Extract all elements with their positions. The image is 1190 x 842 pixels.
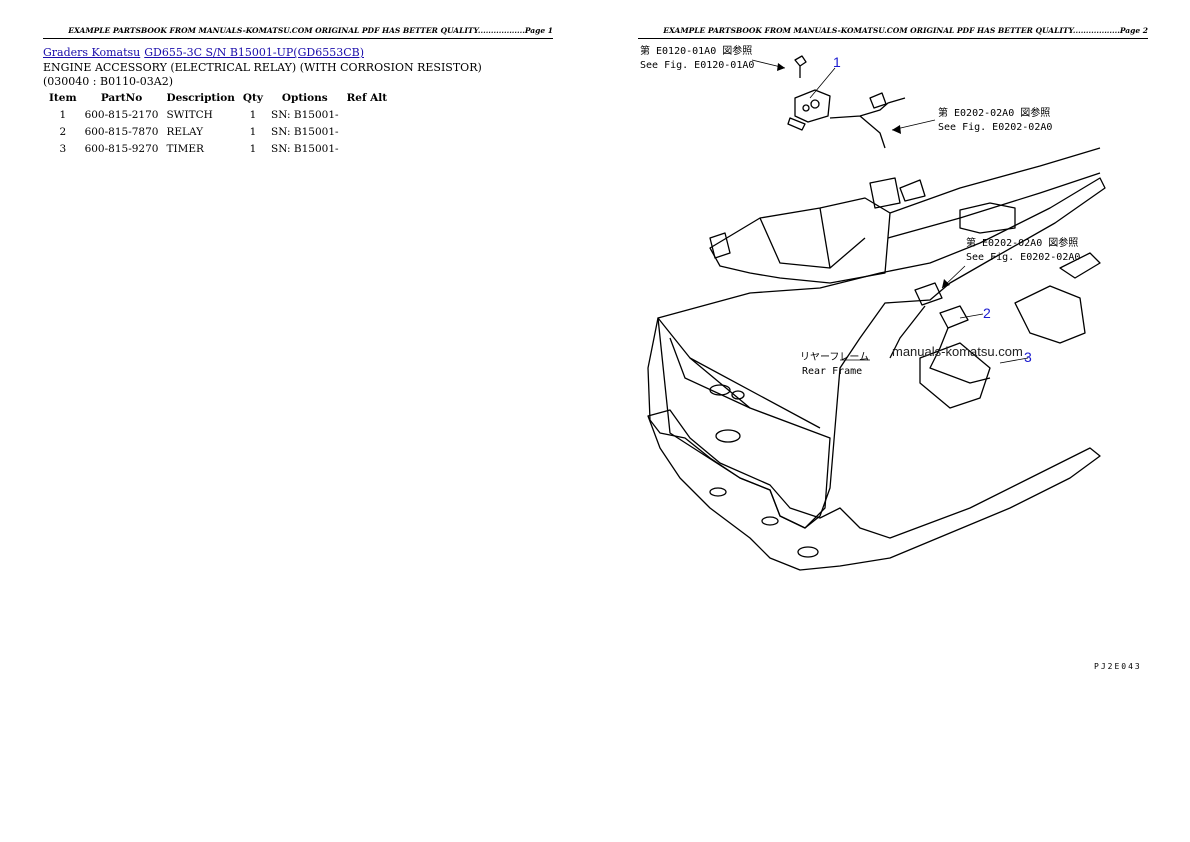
cell-partno: 600-815-2170: [84, 108, 159, 121]
page-title: ENGINE ACCESSORY (ELECTRICAL RELAY) (WIT…: [43, 61, 482, 88]
page-2-header: EXAMPLE PARTSBOOK FROM MANUALS-KOMATSU.C…: [638, 26, 1148, 39]
frame-hole: [761, 516, 779, 526]
bracket-tab: [709, 232, 731, 259]
parts-diagram: 第 E0120-01A0 図参照 See Fig. E0120-01A0 第 E…: [630, 38, 1120, 588]
ref3-jp-label: 第 E0202-02A0 図参照: [966, 236, 1078, 249]
ref3-en-label: See Fig. E0202-02A0: [966, 252, 1080, 263]
rear-frame-en-label: Rear Frame: [802, 366, 862, 377]
table-row: 2 600-815-7870 RELAY 1 SN: B15001-: [45, 123, 391, 140]
col-qty: Qty: [242, 92, 264, 104]
page-1-header: EXAMPLE PARTSBOOK FROM MANUALS-KOMATSU.C…: [43, 26, 553, 39]
bracket-tab: [869, 177, 901, 209]
frame-hole: [709, 384, 731, 396]
col-partno: PartNo: [100, 92, 143, 104]
cell-options: SN: B15001-: [271, 142, 339, 155]
switch-terminal: [810, 99, 820, 109]
right-bracket: [1059, 252, 1101, 279]
cell-qty: 1: [249, 108, 257, 121]
cell-qty: 1: [249, 125, 257, 138]
arrowhead: [777, 63, 785, 71]
harness-clip: [869, 92, 887, 109]
relay-bracket-inner: [759, 207, 866, 269]
ref2-en-label: See Fig. E0202-02A0: [938, 122, 1052, 133]
table-row: 1 600-815-2170 SWITCH 1 SN: B15001-: [45, 106, 391, 123]
frame-hole: [715, 429, 741, 443]
col-options: Options: [281, 92, 328, 104]
col-description: Description: [166, 92, 235, 104]
harness-top: [829, 97, 906, 149]
callout-2[interactable]: 2: [983, 305, 991, 321]
ref2-jp-label: 第 E0202-02A0 図参照: [938, 106, 1050, 119]
arrowhead: [892, 125, 901, 134]
relay-bracket-plate: [919, 342, 991, 409]
cell-item: 1: [59, 108, 67, 121]
relay-harness: [889, 305, 991, 384]
cell-qty: 1: [249, 142, 257, 155]
lower-frame-plate: [647, 409, 1101, 571]
page-code: PJ2E043: [1094, 662, 1142, 671]
relay-bracket: [709, 197, 891, 284]
cell-options: SN: B15001-: [271, 108, 339, 121]
parts-table: Item PartNo Description Qty Options Ref …: [45, 90, 391, 157]
frame-hole: [797, 546, 819, 558]
leader-1: [809, 67, 836, 99]
leader-3: [999, 357, 1029, 364]
right-bracket: [1014, 285, 1086, 344]
cell-ref-alt: [343, 123, 392, 140]
rear-frame-jp-label: リヤーフレーム: [800, 351, 869, 363]
arrowhead: [942, 279, 950, 288]
col-item: Item: [49, 92, 77, 104]
cell-description: SWITCH: [166, 108, 213, 121]
parts-diagram-svg: 第 E0120-01A0 図参照 See Fig. E0120-01A0 第 E…: [640, 44, 1106, 571]
frame-front-face: [657, 317, 831, 529]
cell-partno: 600-815-9270: [84, 142, 159, 155]
callout-3[interactable]: 3: [1024, 349, 1032, 365]
switch-bolt: [794, 55, 807, 78]
cell-item: 2: [59, 125, 67, 138]
table-row: 3 600-815-9270 TIMER 1 SN: B15001-: [45, 140, 391, 157]
ref1-jp-label: 第 E0120-01A0 図参照: [640, 44, 752, 57]
leader-2: [959, 313, 984, 319]
frame-hole: [709, 487, 727, 497]
col-ref-alt: Ref Alt: [346, 92, 388, 104]
cell-partno: 600-815-7870: [84, 125, 159, 138]
timer-body: [914, 282, 943, 306]
switch-body: [794, 89, 831, 123]
side-rail: [887, 147, 1101, 239]
switch-terminal: [802, 104, 810, 112]
rail-bracket: [899, 179, 926, 202]
cell-ref-alt: [343, 106, 392, 123]
callout-1[interactable]: 1: [833, 54, 841, 70]
table-header-row: Item PartNo Description Qty Options Ref …: [45, 90, 391, 106]
frame-hole: [731, 390, 745, 400]
breadcrumb-link-model[interactable]: GD655-3C S/N B15001-UP(GD6553CB): [144, 46, 364, 59]
cell-description: RELAY: [166, 125, 204, 138]
cell-options: SN: B15001-: [271, 125, 339, 138]
cell-ref-alt: [343, 140, 392, 157]
ref1-en-label: See Fig. E0120-01A0: [640, 60, 754, 71]
rear-frame-outline: [647, 177, 1106, 529]
cell-description: TIMER: [166, 142, 204, 155]
switch-mount: [787, 117, 806, 131]
cell-item: 3: [59, 142, 67, 155]
breadcrumb-link-graders[interactable]: Graders Komatsu: [43, 46, 141, 59]
frame-inner-line: [669, 337, 821, 429]
watermark: manuals-komatsu.com: [892, 344, 1023, 359]
relay-body: [939, 305, 969, 329]
rail-bracket: [959, 202, 1016, 234]
